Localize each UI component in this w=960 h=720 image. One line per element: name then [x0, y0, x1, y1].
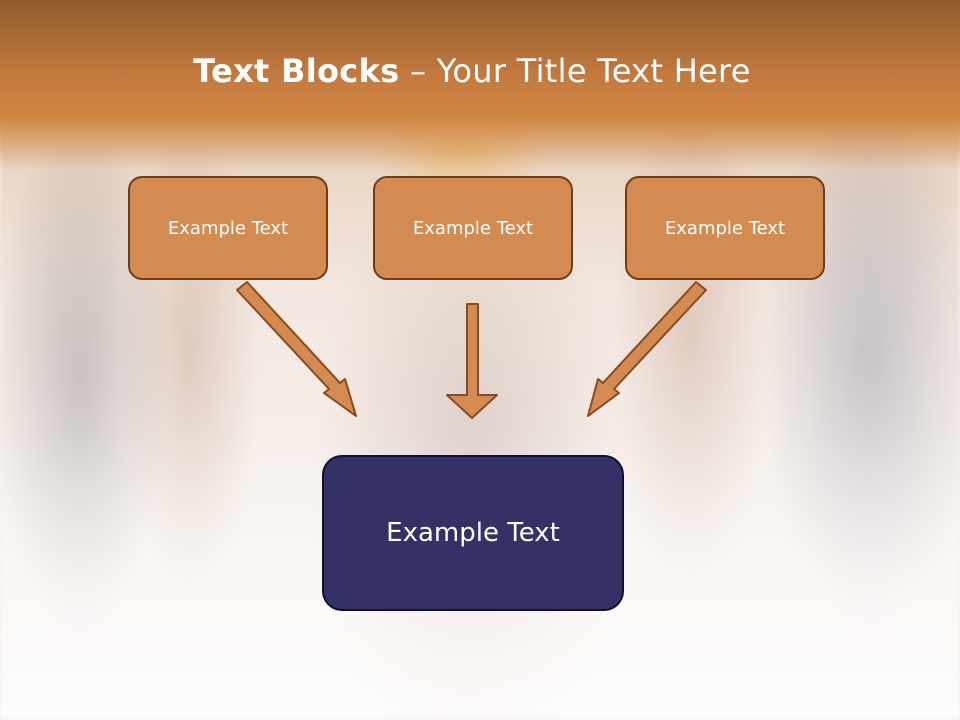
text-block-center-label: Example Text [412, 217, 534, 239]
text-block-main[interactable]: Example Text [322, 455, 624, 611]
title-rest: Your Title Text Here [436, 52, 751, 90]
title-bold: Text Blocks [193, 52, 400, 90]
text-block-left-label: Example Text [167, 217, 289, 239]
arrow-left [236, 281, 357, 417]
title-dash: – [399, 52, 437, 90]
text-block-right[interactable]: Example Text [625, 176, 825, 280]
text-block-right-label: Example Text [664, 217, 786, 239]
text-block-left[interactable]: Example Text [128, 176, 328, 280]
text-block-center[interactable]: Example Text [373, 176, 573, 280]
arrow-center [446, 303, 498, 419]
header-band [0, 0, 960, 170]
text-block-main-label: Example Text [386, 518, 560, 548]
slide-title: Text Blocks – Your Title Text Here [0, 52, 944, 90]
arrow-right [587, 281, 707, 417]
